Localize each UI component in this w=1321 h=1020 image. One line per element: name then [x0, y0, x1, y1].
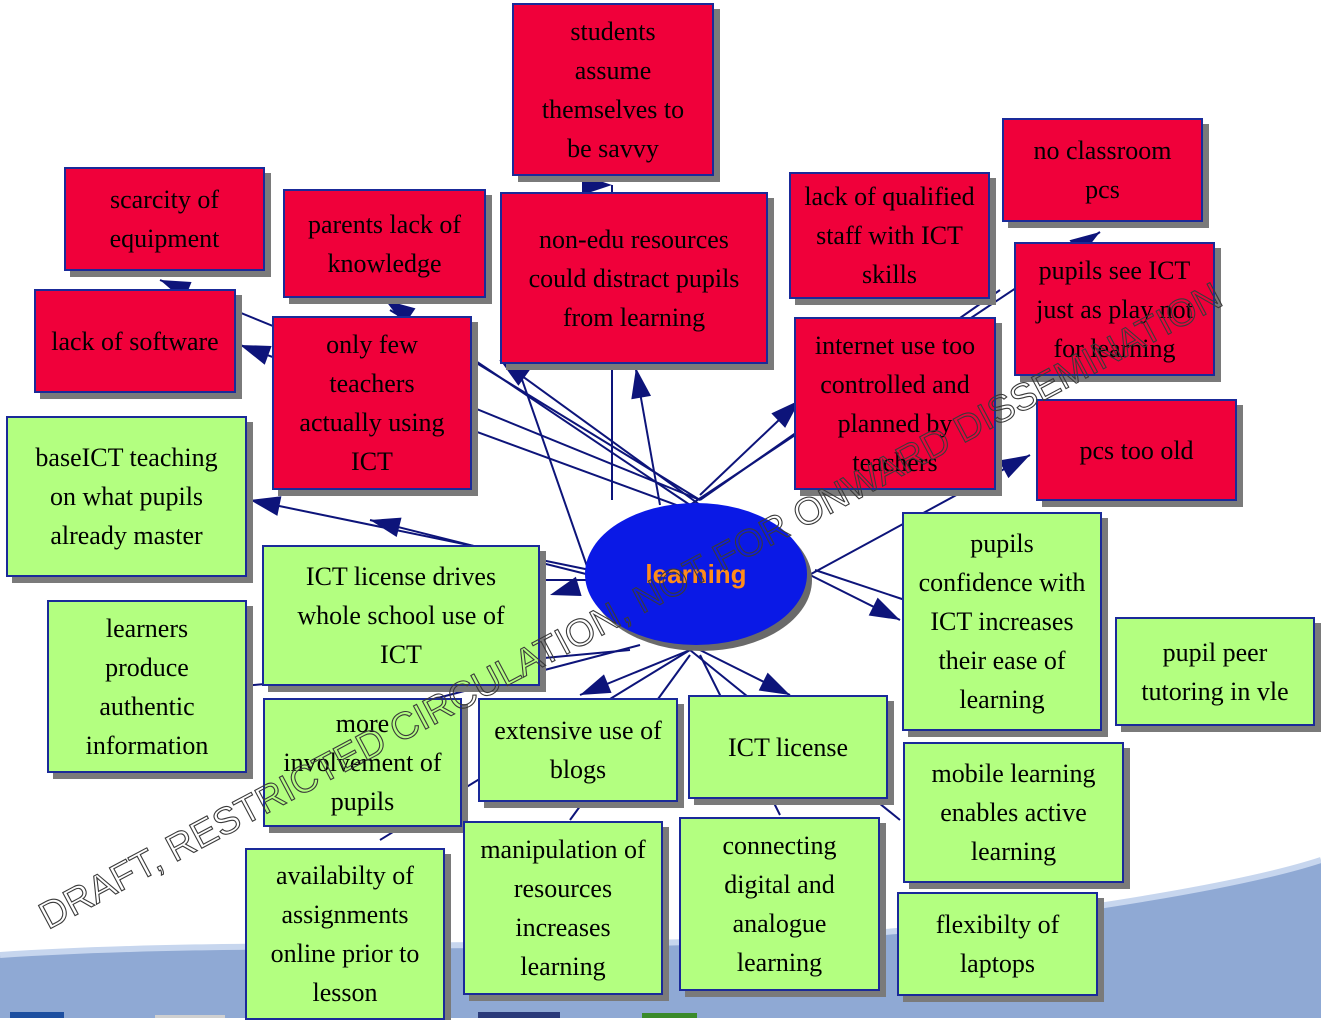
arrowhead: [758, 672, 790, 695]
node-scarcity-equipment: scarcity of equipment: [64, 167, 265, 271]
node-students-savvy: students assume themselves to be savvy: [512, 3, 714, 176]
arrowhead: [550, 576, 582, 596]
partner-logo-1: [10, 1012, 64, 1018]
arrowhead: [250, 496, 282, 516]
arrowhead: [868, 597, 900, 620]
node-no-classroom-pcs: no classroom pcs: [1002, 118, 1203, 222]
arrowhead: [631, 368, 652, 400]
central-label: learning: [645, 558, 747, 589]
connector-line: [499, 359, 701, 506]
node-involvement: more involvement of pupils: [263, 698, 462, 827]
arrowhead: [240, 345, 272, 365]
node-laptops: flexibilty of laptops: [897, 892, 1098, 996]
node-parents-knowledge: parents lack of knowledge: [283, 189, 486, 298]
node-connecting: connecting digital and analogue learning: [679, 817, 880, 991]
connector-line: [509, 344, 591, 576]
arrowhead: [582, 175, 612, 195]
node-base-ict: baseICT teaching on what pupils already …: [6, 416, 247, 577]
node-mobile: mobile learning enables active learning: [903, 742, 1124, 883]
arrowhead: [370, 517, 402, 537]
node-license-drives: ICT license drives whole school use of I…: [262, 545, 540, 686]
connector-line: [814, 569, 906, 601]
partner-logo-2: [155, 1015, 225, 1018]
node-lack-software: lack of software: [34, 289, 236, 393]
node-play-not-learning: pupils see ICT just as play not for lear…: [1014, 242, 1215, 376]
arrowhead: [771, 400, 800, 428]
node-qualified-staff: lack of qualified staff with ICT skills: [789, 172, 990, 299]
central-learning-node: learning: [585, 503, 807, 645]
node-non-edu-resources: non-edu resources could distract pupils …: [500, 192, 768, 364]
node-assignments: availabilty of assignments online prior …: [245, 848, 445, 1020]
node-few-teachers: only few teachers actually using ICT: [272, 316, 472, 490]
node-pcs-old: pcs too old: [1036, 399, 1237, 501]
node-internet-use: internet use too controlled and planned …: [794, 317, 996, 490]
node-peer-tutoring: pupil peer tutoring in vle: [1115, 617, 1315, 726]
partner-logo-4: [642, 1013, 697, 1018]
node-confidence: pupils confidence with ICT increases the…: [902, 512, 1102, 731]
node-ict-license: ICT license: [688, 695, 888, 799]
node-blogs: extensive use of blogs: [478, 698, 678, 802]
node-manipulation: manipulation of resources increases lear…: [463, 821, 663, 995]
node-learners-produce: learners produce authentic information: [47, 600, 247, 773]
arrowhead: [580, 674, 612, 695]
arrowhead: [998, 455, 1030, 479]
partner-logo-3: [478, 1012, 560, 1018]
